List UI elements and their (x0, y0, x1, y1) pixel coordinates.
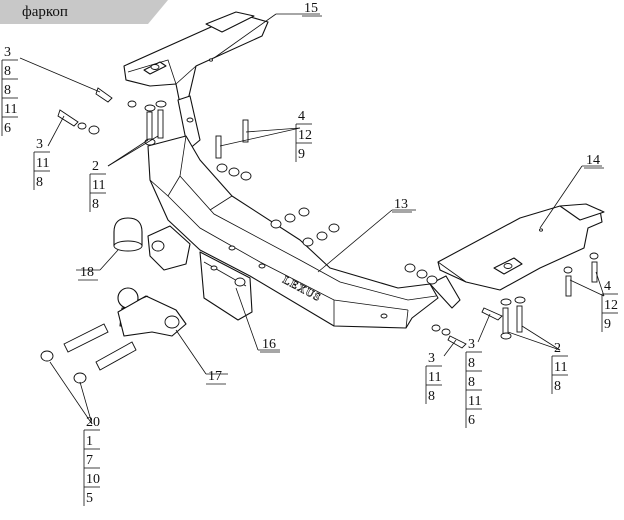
header-tab: фаркоп (0, 0, 168, 24)
callout-number: 3 (4, 45, 11, 60)
hardware-right (404, 252, 599, 297)
callout-number: 9 (604, 317, 611, 332)
callout-number: 8 (36, 175, 43, 190)
callout-tl-c: 2 11 8 (89, 159, 106, 212)
hardware-top-left (57, 87, 167, 146)
callout-tl-a: 3 8 8 11 6 (1, 45, 18, 136)
bracket-left-part-15 (123, 11, 269, 151)
ball-cap-part-18 (113, 217, 143, 252)
callout-number: 15 (304, 1, 318, 16)
callout-bl: 20 1 7 10 5 (83, 415, 100, 506)
callout-tc: 4 12 9 (295, 109, 312, 162)
callout-number: 12 (298, 128, 312, 143)
callout-br-c: 2 11 8 (551, 341, 568, 394)
callout-number: 3 (428, 351, 435, 366)
hardware-bottom-left (40, 323, 137, 384)
callout-number: 8 (4, 64, 11, 79)
callout-tl-b: 3 11 8 (33, 137, 50, 190)
callout-br-b: 3 8 8 11 6 (465, 337, 482, 428)
tow-ball-part-17 (117, 287, 187, 337)
hardware-bottom-right (431, 296, 526, 349)
mounting-flange (147, 225, 191, 271)
callout-number: 12 (604, 298, 618, 313)
callout-number: 8 (468, 375, 475, 390)
callout-c15: 15 (302, 1, 322, 17)
callout-number: 17 (208, 369, 222, 384)
callout-number: 18 (80, 265, 94, 280)
callout-number: 11 (468, 394, 481, 409)
callout-r: 4 12 9 (601, 279, 618, 332)
callout-labels: 1514131617183881163118211841294129311838… (1, 1, 618, 506)
callout-number: 4 (298, 109, 305, 124)
callout-number: 7 (86, 453, 93, 468)
callout-number: 9 (298, 147, 305, 162)
callout-number: 20 (86, 415, 100, 430)
callout-number: 3 (468, 337, 475, 352)
callout-number: 1 (86, 434, 93, 449)
callout-number: 6 (468, 413, 475, 428)
callout-number: 8 (92, 197, 99, 212)
main-beam-part-13: LEXUS (147, 135, 439, 329)
callout-c16: 16 (260, 337, 280, 353)
receiver-plate-part-16 (199, 251, 253, 321)
callout-number: 11 (92, 178, 105, 193)
callout-number: 8 (428, 389, 435, 404)
callout-number: 5 (86, 491, 93, 506)
callout-number: 13 (394, 197, 408, 212)
callout-c13: 13 (392, 197, 412, 213)
leader-lines (19, 13, 605, 425)
callout-number: 11 (36, 156, 49, 171)
callout-number: 11 (554, 360, 567, 375)
hardware-top-center (215, 119, 340, 247)
callout-br-a: 3 11 8 (425, 351, 442, 404)
callout-number: 16 (262, 337, 276, 352)
callout-number: 4 (604, 279, 611, 294)
callout-number: 8 (468, 356, 475, 371)
callout-number: 2 (92, 159, 99, 174)
callout-number: 2 (554, 341, 561, 356)
callout-number: 14 (586, 153, 600, 168)
callout-number: 3 (36, 137, 43, 152)
callout-number: 8 (4, 83, 11, 98)
callout-number: 6 (4, 121, 11, 136)
callout-number: 8 (554, 379, 561, 394)
bracket-right-part-14 (429, 203, 605, 309)
callout-c18: 18 (78, 265, 98, 281)
callout-number: 10 (86, 472, 100, 487)
callout-c14: 14 (584, 153, 604, 169)
header-tab-label: фаркоп (22, 4, 68, 20)
callout-number: 11 (428, 370, 441, 385)
callout-c17: 17 (206, 369, 226, 385)
callout-number: 11 (4, 102, 17, 117)
